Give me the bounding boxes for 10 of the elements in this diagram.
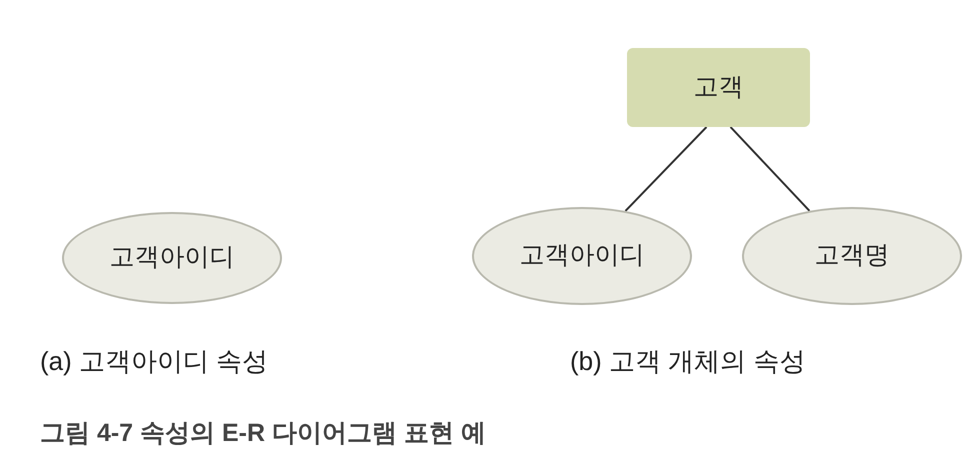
- figure-caption: 그림 4-7 속성의 E-R 다이어그램 표현 예: [40, 418, 486, 449]
- connector-line: [624, 126, 708, 212]
- entity-box: [627, 48, 810, 127]
- subfigure-label: (b) 고객 개체의 속성: [570, 345, 806, 378]
- node-text: 고객명: [814, 240, 890, 272]
- node-text: 고객아이디: [110, 242, 234, 274]
- node-text: 고객: [694, 72, 744, 103]
- subfigure-label: (a) 고객아이디 속성: [40, 345, 268, 378]
- connector-line: [730, 126, 810, 212]
- node-text: 고객아이디: [520, 240, 644, 272]
